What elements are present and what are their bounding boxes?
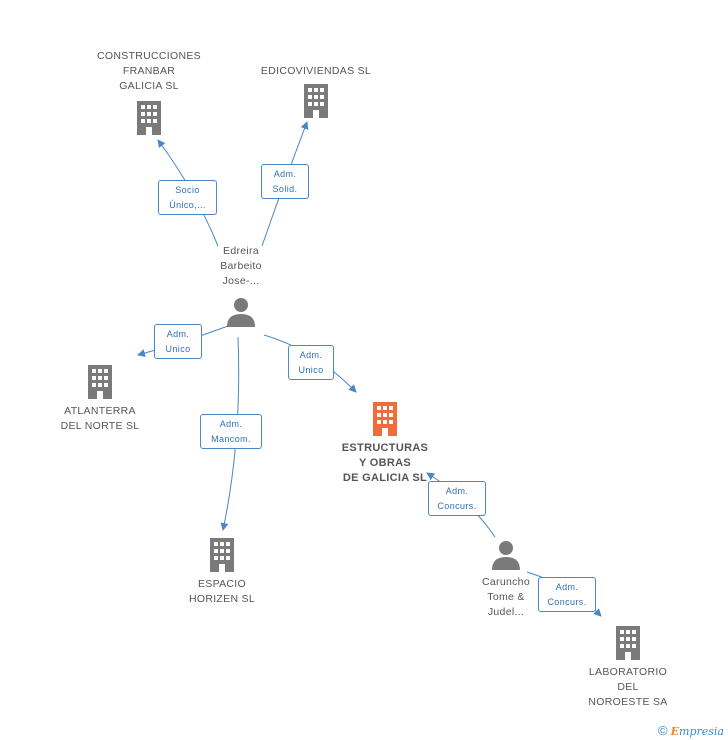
edge-label-adm-mancom[interactable]: Adm. Mancom.	[200, 414, 262, 449]
node-atlanterra[interactable]: ATLANTERRA DEL NORTE SL	[48, 365, 152, 434]
node-label: ESPACIO HORIZEN SL	[188, 578, 255, 605]
building-icon	[616, 626, 640, 660]
node-label: ATLANTERRA DEL NORTE SL	[60, 405, 140, 432]
building-icon	[304, 84, 328, 118]
brand-name: mpresia	[679, 725, 724, 738]
node-label: Caruncho Tome & Judel...	[482, 576, 530, 618]
node-label: Edreira Barbeito Jose-...	[220, 245, 262, 287]
building-icon	[210, 538, 234, 572]
person-icon	[227, 298, 255, 327]
copyright-icon: ©	[657, 723, 668, 738]
node-estructuras-y-obras[interactable]: ESTRUCTURAS Y OBRAS DE GALICIA SL	[330, 402, 440, 486]
edge-label-adm-unico-estructuras[interactable]: Adm. Unico	[288, 345, 334, 380]
edge-label-adm-concurs-estructuras[interactable]: Adm. Concurs.	[428, 481, 486, 516]
building-icon	[137, 101, 161, 135]
edge-label-socio-unico[interactable]: Socio Único,...	[158, 180, 217, 215]
edge-label-adm-concurs-laboratorio[interactable]: Adm. Concurs.	[538, 577, 596, 612]
node-edicoviviendas[interactable]: EDICOVIVIENDAS SL	[248, 64, 384, 123]
edge-label-adm-unico-atlanterra[interactable]: Adm. Unico	[154, 324, 202, 359]
node-label: EDICOVIVIENDAS SL	[260, 65, 372, 77]
node-espacio-horizen[interactable]: ESPACIO HORIZEN SL	[172, 538, 272, 607]
person-icon	[492, 541, 520, 570]
node-label: LABORATORIO DEL NOROESTE SA	[588, 666, 668, 708]
edge-label-adm-solid[interactable]: Adm. Solid.	[261, 164, 309, 199]
empresia-footer: © Empresia	[658, 723, 724, 738]
brand-initial: E	[670, 725, 680, 738]
node-label: ESTRUCTURAS Y OBRAS DE GALICIA SL	[341, 442, 429, 484]
node-caruncho-tome[interactable]: Caruncho Tome & Judel...	[462, 540, 550, 620]
building-icon	[88, 365, 112, 399]
node-construcciones-franbar[interactable]: CONSTRUCCIONES FRANBAR GALICIA SL	[88, 49, 210, 140]
node-laboratorio-noroeste[interactable]: LABORATORIO DEL NOROESTE SA	[576, 626, 680, 710]
node-label: CONSTRUCCIONES FRANBAR GALICIA SL	[97, 50, 201, 92]
building-icon	[373, 402, 397, 436]
node-edreira-barbeito[interactable]: Edreira Barbeito Jose-...	[194, 244, 288, 332]
